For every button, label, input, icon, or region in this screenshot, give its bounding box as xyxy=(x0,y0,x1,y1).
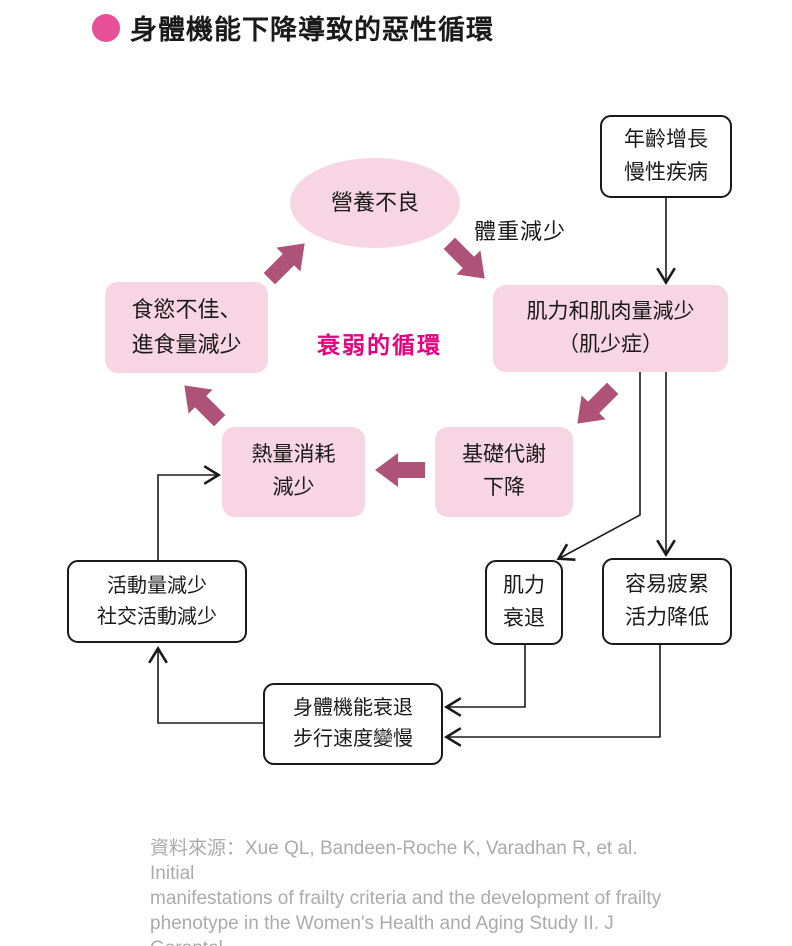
node-line: 減少 xyxy=(272,476,315,499)
cycle-arrow-sarcopenia-to-metabolism xyxy=(577,382,619,424)
node-line: 肌力 xyxy=(503,573,545,597)
page-header: 身體機能下降導致的惡性循環 xyxy=(92,8,494,47)
node-sarcopenia: 肌力和肌肉量減少 （肌少症） xyxy=(493,285,728,372)
node-line: 營養不良 xyxy=(330,189,419,215)
node-line: （肌少症） xyxy=(558,332,663,356)
node-strength-decline: 肌力 衰退 xyxy=(485,560,563,645)
node-basal-metabolism-decline: 基礎代謝 下降 xyxy=(435,427,573,517)
node-line: 熱量消耗 xyxy=(251,443,336,467)
node-line: 社交活動減少 xyxy=(97,605,217,628)
node-line: 食慾不佳、 xyxy=(131,297,242,323)
source-citation: 資料來源：Xue QL, Bandeen-Roche K, Varadhan R… xyxy=(150,836,665,946)
label-weight-loss: 體重減少 xyxy=(474,219,567,244)
page-title: 身體機能下降導致的惡性循環 xyxy=(130,15,494,45)
node-easy-fatigue: 容易疲累 活力降低 xyxy=(602,558,732,645)
cycle-arrow-metabolism-to-calorie xyxy=(375,453,425,487)
node-line: 衰退 xyxy=(503,606,545,630)
connector-function-to-activity xyxy=(148,645,263,724)
node-line: 年齡增長 xyxy=(624,127,708,151)
cycle-arrow-calorie-to-appetite xyxy=(184,385,226,427)
connector-activity-to-calorie xyxy=(157,465,222,560)
label-frailty-cycle: 衰弱的循環 xyxy=(317,332,442,358)
node-line: 活動量減少 xyxy=(107,574,207,597)
cycle-arrow-appetite-to-malnutrition xyxy=(263,243,305,285)
connector-fatigue-to-function xyxy=(443,645,661,747)
node-poor-appetite: 食慾不佳、 進食量減少 xyxy=(105,282,268,373)
node-physical-function-decline: 身體機能衰退 步行速度變慢 xyxy=(263,683,443,765)
source-line: phenotype in the Women's Health and Agin… xyxy=(150,913,614,946)
node-line: 下降 xyxy=(483,476,525,499)
node-malnutrition: 營養不良 xyxy=(290,158,460,248)
node-activity-decline: 活動量減少 社交活動減少 xyxy=(67,560,247,643)
node-calorie-consumption-decline: 熱量消耗 減少 xyxy=(222,427,365,517)
node-line: 身體機能衰退 xyxy=(293,697,413,719)
source-line: manifestations of frailty criteria and t… xyxy=(150,888,662,909)
node-line: 活力降低 xyxy=(625,605,709,629)
cycle-arrow-malnutrition-to-sarcopenia xyxy=(443,237,485,279)
node-line: 基礎代謝 xyxy=(462,443,546,467)
node-line: 肌力和肌肉量減少 xyxy=(526,299,695,323)
node-line: 慢性疾病 xyxy=(624,160,708,184)
source-line: 資料來源：Xue QL, Bandeen-Roche K, Varadhan R… xyxy=(150,838,638,884)
node-line: 容易疲累 xyxy=(625,572,709,596)
node-line: 步行速度變慢 xyxy=(293,728,413,750)
node-aging-chronic-disease: 年齡增長 慢性疾病 xyxy=(600,115,732,198)
connector-sarcopenia-to-strength xyxy=(556,372,641,561)
bullet-circle-icon xyxy=(92,13,120,42)
connector-strength-to-function xyxy=(443,645,526,717)
node-line: 進食量減少 xyxy=(131,331,242,357)
